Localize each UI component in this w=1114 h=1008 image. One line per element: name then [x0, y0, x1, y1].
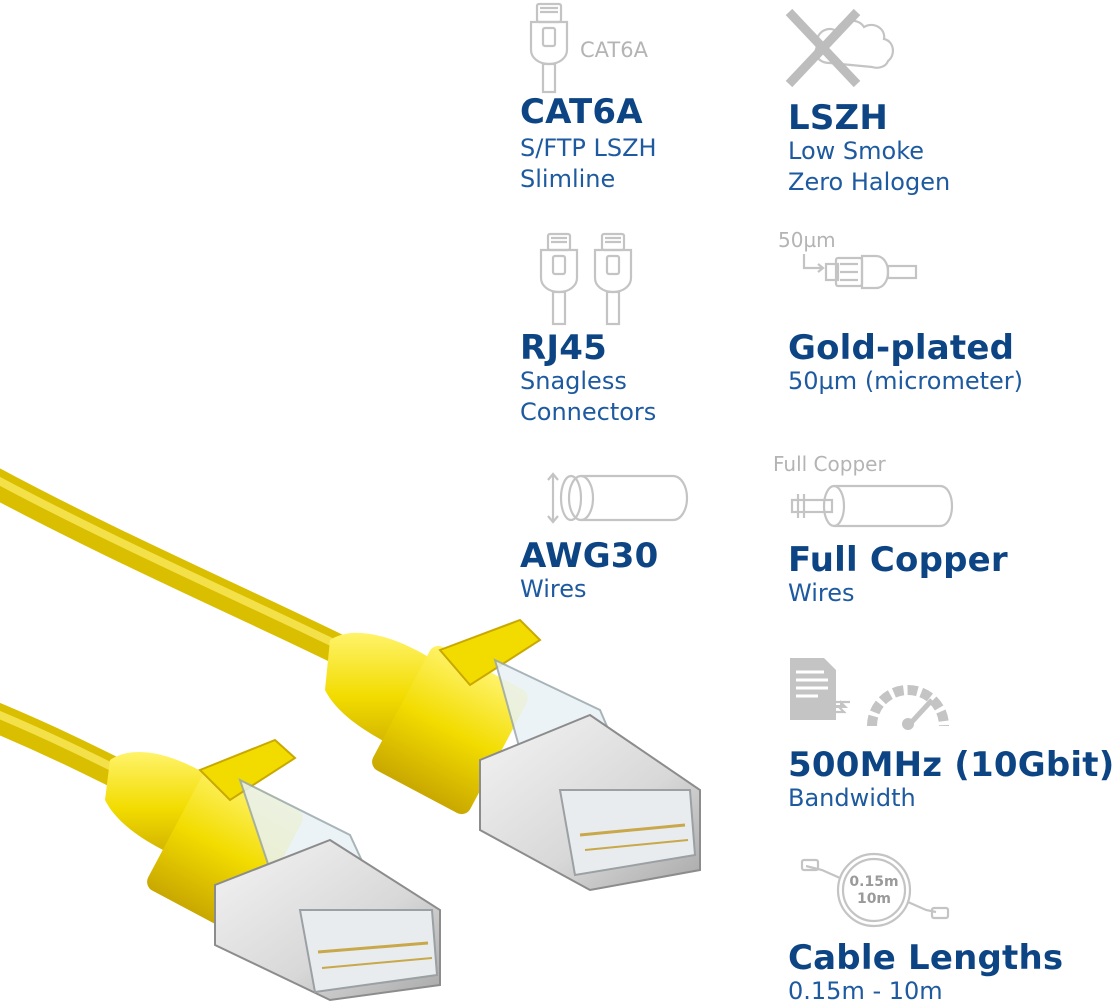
- cat6a-icon-label: CAT6A: [580, 38, 648, 62]
- rj45-line-1: Snagless: [520, 367, 627, 395]
- double-connector-icon: [538, 232, 638, 328]
- lengths-title: Cable Lengths: [788, 938, 1064, 978]
- no-smoke-icon: [785, 8, 915, 88]
- coil-label-max: 10m: [856, 891, 892, 907]
- bandwidth-line-1: Bandwidth: [788, 784, 916, 812]
- product-photo: [0, 440, 720, 1008]
- awg30-line-1: Wires: [520, 575, 587, 603]
- connector-right: [325, 618, 701, 892]
- lszh-line-1: Low Smoke: [788, 137, 924, 165]
- awg30-subtitle: Wires: [520, 574, 586, 605]
- cat6a-title: CAT6A: [520, 92, 643, 132]
- speed-gauge-icon: [788, 656, 949, 730]
- gold-subtitle: 50µm (micrometer): [788, 366, 1023, 397]
- copper-title: Full Copper: [788, 540, 1008, 580]
- gold-title: Gold-plated: [788, 328, 1015, 368]
- copper-icon-label: Full Copper: [773, 452, 886, 476]
- rj45-subtitle: Snagless Connectors: [520, 366, 656, 428]
- cat6a-subtitle: S/FTP LSZH Slimline: [520, 133, 657, 195]
- rj45-title: RJ45: [520, 328, 607, 368]
- gold-icon-label: 50µm: [778, 228, 836, 252]
- lszh-title: LSZH: [788, 98, 889, 138]
- rj45-line-2: Connectors: [520, 398, 657, 426]
- lengths-subtitle: 0.15m - 10m: [788, 976, 943, 1007]
- coil-label: 0.15m 10m: [836, 874, 912, 908]
- cat6a-line-2: Slimline: [520, 165, 616, 193]
- lengths-line-1: 0.15m - 10m: [788, 977, 943, 1005]
- bandwidth-title: 500MHz (10Gbit): [788, 745, 1114, 785]
- cable-coil-icon: [800, 848, 950, 928]
- copper-line-1: Wires: [788, 579, 855, 607]
- bandwidth-subtitle: Bandwidth: [788, 783, 916, 814]
- gold-plated-connector-icon: [800, 250, 925, 298]
- coil-label-min: 0.15m: [849, 874, 899, 890]
- lszh-line-2: Zero Halogen: [788, 168, 951, 196]
- lszh-subtitle: Low Smoke Zero Halogen: [788, 136, 950, 198]
- copper-subtitle: Wires: [788, 578, 854, 609]
- wire-cylinder-icon: [545, 470, 695, 526]
- connector-left: [105, 738, 441, 1002]
- awg30-title: AWG30: [520, 536, 659, 576]
- gold-line-1: 50µm (micrometer): [788, 367, 1023, 395]
- copper-core-icon: [790, 480, 955, 534]
- connector-icon: [525, 2, 575, 94]
- cat6a-line-1: S/FTP LSZH: [520, 134, 657, 162]
